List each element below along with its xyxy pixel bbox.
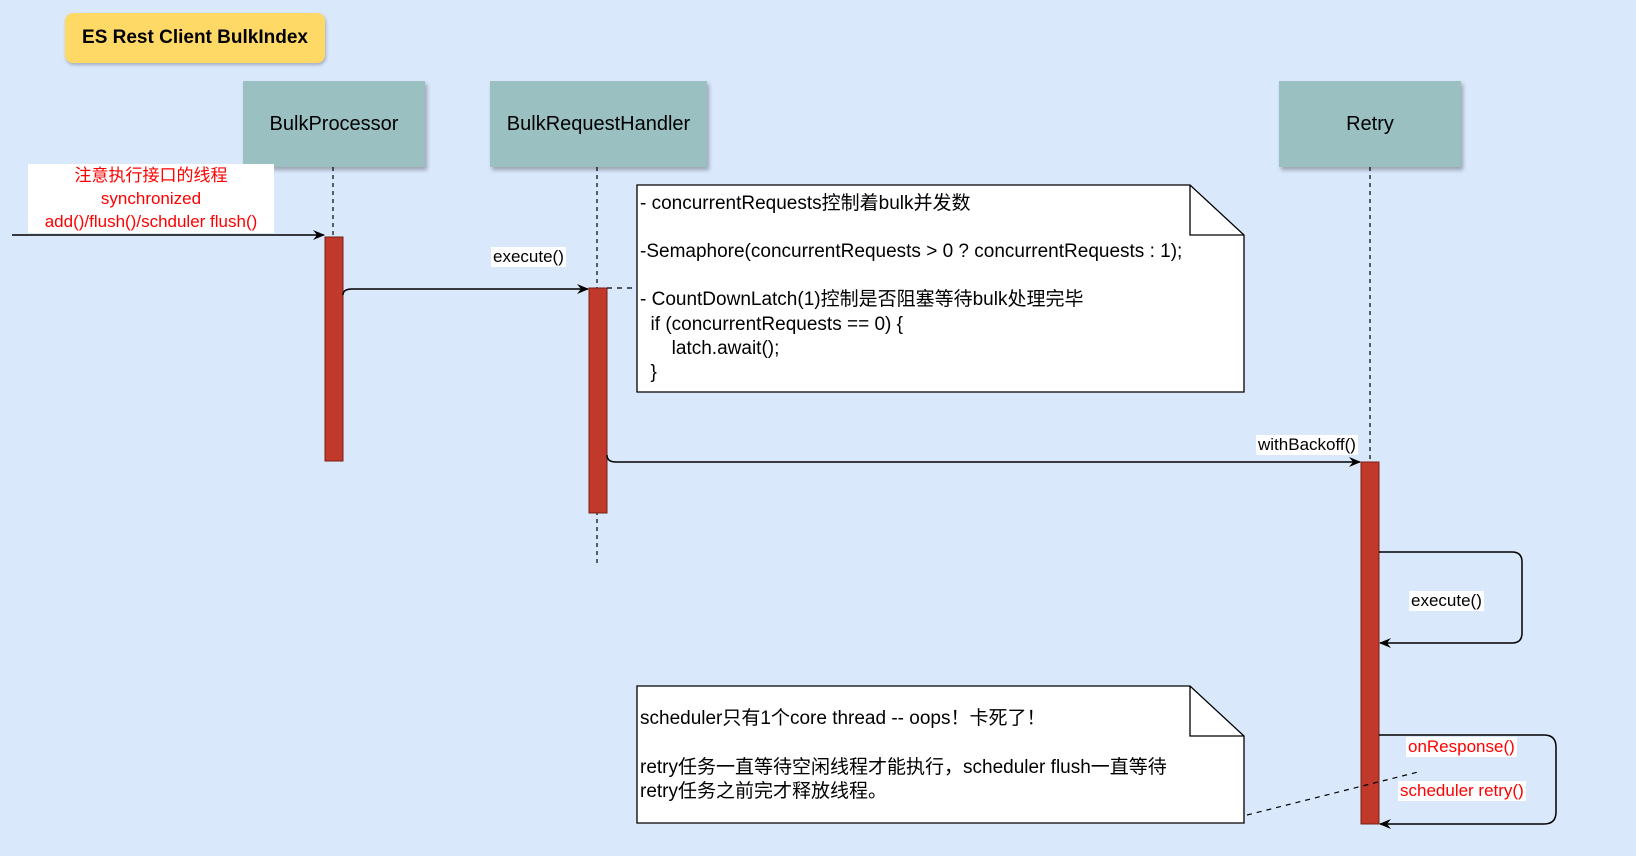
arrow-self-execute [1379,551,1523,648]
note-semaphore-line-3: - CountDownLatch(1)控制是否阻塞等待bulk处理完毕 [640,289,1084,310]
note-semaphore-line-2: -Semaphore(concurrentRequests > 0 ? conc… [640,241,1183,262]
note-scheduler [636,685,1245,824]
note-scheduler-line-3: retry任务之前完才释放线程。 [640,781,888,802]
note-scheduler-fold [1189,686,1244,737]
label-self-execute: execute() [1409,591,1484,611]
note-semaphore-line-4: if (concurrentRequests == 0) { [640,314,903,335]
note-semaphore-fold [1189,185,1244,236]
thread-note-line-1: 注意执行接口的线程 [74,166,228,185]
thread-note-line-2: synchronized [100,189,202,208]
thread-note-line-3: add()/flush()/schduler flush() [44,212,258,231]
note-connector-scheduler [1246,771,1419,816]
diagram-title: ES Rest Client BulkIndex [65,13,325,63]
participant-retry: Retry [1279,81,1461,167]
activation-bulk-request-handler [588,287,608,514]
label-on-response: onResponse() [1406,737,1517,757]
arrow-self-retry [1379,734,1557,829]
activation-retry [1360,461,1380,825]
participant-bulk-processor: BulkProcessor [243,81,425,167]
note-semaphore [636,184,1245,393]
activation-bulk-processor [324,236,344,462]
note-scheduler-line-2: retry任务一直等待空闲线程才能执行，scheduler flush一直等待 [640,757,1167,778]
thread-note: 注意执行接口的线程 synchronized add()/flush()/sch… [28,164,274,233]
participant-bulk-request-handler: BulkRequestHandler [490,81,707,167]
note-scheduler-line-1: scheduler只有1个core thread -- oops！卡死了！ [640,708,1046,729]
label-with-backoff: withBackoff() [1256,435,1358,455]
arrow-execute-handler [342,284,589,296]
note-semaphore-line-1: - concurrentRequests控制着bulk并发数 [640,193,971,214]
note-semaphore-line-5: latch.await(); [640,338,780,359]
label-execute-handler: execute() [491,247,566,267]
note-semaphore-line-6: } [640,362,657,383]
label-scheduler-retry: scheduler retry() [1398,781,1526,801]
arrow-with-backoff [606,454,1361,467]
